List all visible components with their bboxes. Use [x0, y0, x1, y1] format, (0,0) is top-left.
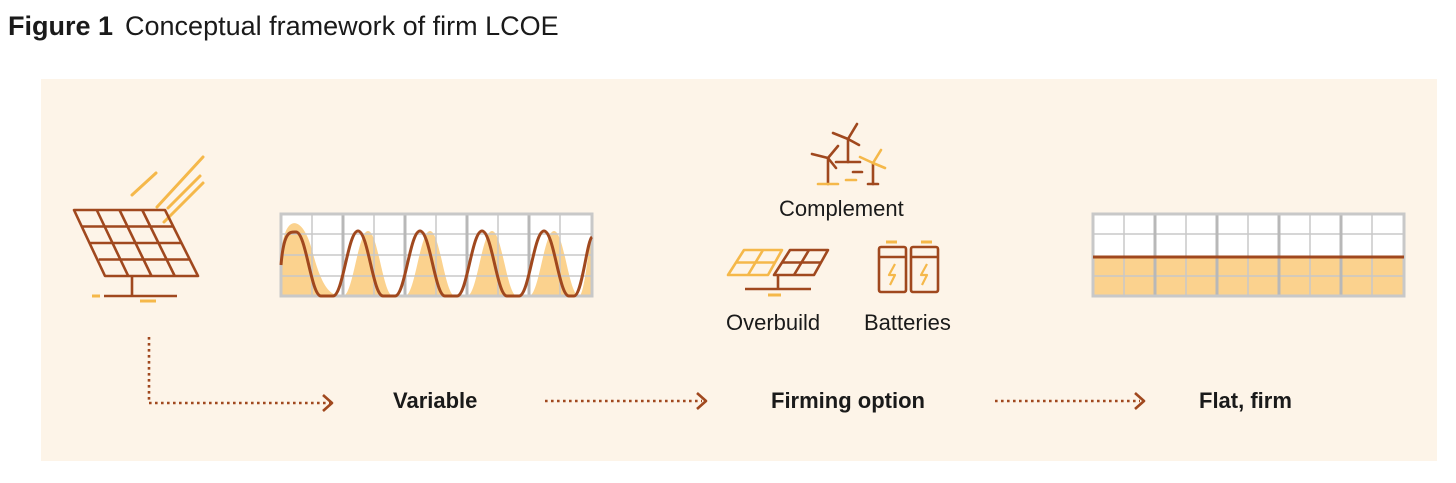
batteries-label: Batteries [864, 310, 951, 335]
stage-variable-label: Variable [393, 388, 478, 413]
battery-icon [877, 240, 940, 294]
wind-turbines-icon [810, 122, 887, 186]
variable-output-chart [279, 212, 594, 298]
solar-panel-icon [72, 155, 205, 303]
solar-overbuild-icon [726, 248, 830, 297]
variable-output-line [279, 229, 594, 298]
overbuild-label: Overbuild [726, 310, 821, 335]
flow-arrow-source-to-variable [147, 337, 334, 412]
flat-output-chart [1091, 212, 1406, 298]
complement-label: Complement [779, 196, 904, 221]
stage-firming-label: Firming option [771, 388, 925, 413]
figure-number: Figure 1 [8, 11, 114, 41]
figure-title: Figure 1 Conceptual framework of firm LCO… [8, 6, 559, 46]
flow-arrow-variable-to-firming [545, 392, 708, 410]
figure-caption: Conceptual framework of firm LCOE [125, 11, 559, 41]
stage-flat-label: Flat, firm [1199, 388, 1292, 413]
flow-arrow-firming-to-flat [995, 392, 1146, 410]
